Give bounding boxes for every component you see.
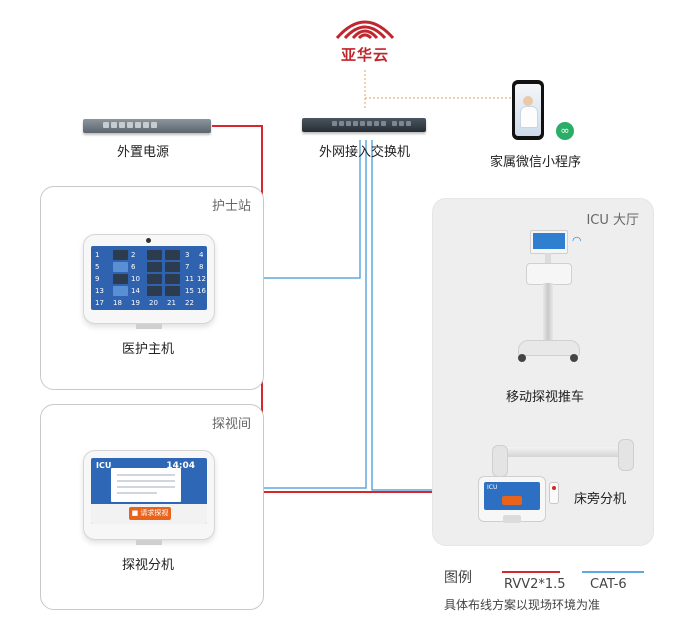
bed-number: 22 <box>185 299 194 307</box>
visit-terminal-base <box>136 540 162 545</box>
visit-terminal-device: ICU 14:04 ■ 请求探视 <box>83 450 215 545</box>
legend-red-label: RVV2*1.5 <box>504 577 566 592</box>
bed-number: 13 <box>95 287 104 295</box>
bed-number: 6 <box>131 263 136 271</box>
power-supply-label: 外置电源 <box>117 145 170 160</box>
bed-number: 11 <box>185 275 194 283</box>
call-handle-icon <box>549 482 559 504</box>
nurse-station-title: 护士站 <box>211 199 251 214</box>
brand-wave-icon <box>335 20 395 40</box>
bed-number: 17 <box>95 299 104 307</box>
wifi-icon: ◠ <box>572 234 582 247</box>
request-visit-button[interactable]: ■ 请求探视 <box>129 507 171 520</box>
bed-number: 12 <box>197 275 206 283</box>
bed-number: 3 <box>185 251 190 259</box>
icu-hall-title: ICU 大厅 <box>586 213 639 228</box>
bedside-screen: ICU <box>484 482 540 510</box>
bed-number: 10 <box>131 275 140 283</box>
nurse-host-device: 1 2 3 4 5 6 7 8 9 10 11 12 13 14 15 16 1… <box>83 234 215 329</box>
network-switch-device <box>302 118 426 132</box>
legend-blue-line <box>582 571 644 573</box>
legend-blue-label: CAT-6 <box>590 577 627 592</box>
mobile-cart-device: ◠ <box>508 228 588 368</box>
mobile-cart-label: 移动探视推车 <box>506 390 585 405</box>
bed-number: 2 <box>131 251 136 259</box>
brand-logo: 亚华云 <box>333 10 397 66</box>
bed-number: 21 <box>167 299 176 307</box>
bed-number: 16 <box>197 287 206 295</box>
bedside-terminal-device: ICU <box>478 476 546 523</box>
bed-number: 7 <box>185 263 190 271</box>
bed-number: 15 <box>185 287 194 295</box>
bed-number: 14 <box>131 287 140 295</box>
bed-number: 5 <box>95 263 100 271</box>
wechat-mini-program-icon: ∞ <box>556 122 574 140</box>
brand-name: 亚华云 <box>341 46 390 64</box>
phone-screen <box>515 84 541 136</box>
video-icon: ■ <box>131 509 139 517</box>
nurse-host-label: 医护主机 <box>122 342 175 357</box>
phone-device <box>512 80 544 140</box>
bed-number: 9 <box>95 275 100 283</box>
nurse-host-screen: 1 2 3 4 5 6 7 8 9 10 11 12 13 14 15 16 1… <box>91 246 207 310</box>
blue-wire-visit <box>214 140 367 489</box>
visit-terminal-screen: ICU 14:04 ■ 请求探视 <box>91 458 207 524</box>
cart-pole <box>543 283 553 343</box>
power-supply-device <box>83 119 211 133</box>
bed-number: 20 <box>149 299 158 307</box>
cart-neck <box>545 253 551 263</box>
bed-number: 1 <box>95 251 100 259</box>
bedside-stand <box>503 515 521 523</box>
legend-title: 图例 <box>444 570 472 586</box>
camera-icon <box>146 238 151 243</box>
visit-screen-content <box>111 468 181 502</box>
visit-room-title: 探视间 <box>211 417 251 432</box>
cart-base <box>518 340 580 356</box>
visit-terminal-label: 探视分机 <box>122 558 175 573</box>
cart-tray <box>526 263 572 285</box>
bed-number: 18 <box>113 299 122 307</box>
legend-red-line <box>502 571 560 573</box>
visit-screen-time: 14:04 <box>166 461 195 471</box>
bed-number: 4 <box>199 251 204 259</box>
bed-number: 8 <box>199 263 204 271</box>
visit-screen-brand: ICU <box>96 461 112 470</box>
request-visit-label: 请求探视 <box>140 509 169 517</box>
wechat-label: 家属微信小程序 <box>490 155 582 170</box>
bedside-arm <box>488 437 638 477</box>
bedside-screen-brand: ICU <box>487 484 498 491</box>
nurse-host-base <box>136 324 162 329</box>
cart-screen <box>530 230 568 254</box>
bedside-terminal-label: 床旁分机 <box>574 492 627 507</box>
network-switch-label: 外网接入交换机 <box>319 145 411 160</box>
bedside-call-button[interactable] <box>502 496 522 505</box>
bed-number: 19 <box>131 299 140 307</box>
legend-note: 具体布线方案以现场环境为准 <box>444 598 601 612</box>
